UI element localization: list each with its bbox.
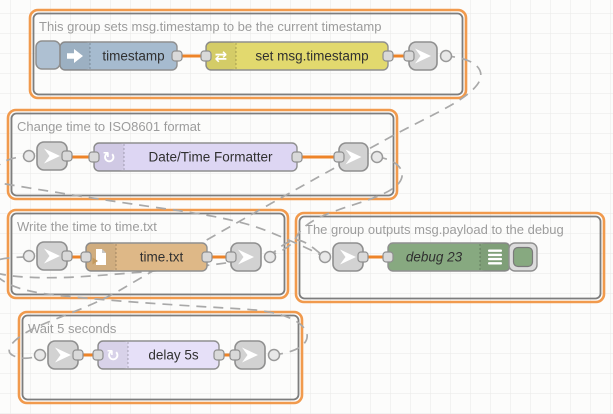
inject-button[interactable] xyxy=(35,40,61,70)
node-label: debug 23 xyxy=(406,250,463,265)
node-label: time.txt xyxy=(140,250,184,265)
group-g3[interactable]: Write the time to time.txt xyxy=(6,208,290,300)
file-fold xyxy=(102,249,106,253)
link-out-node[interactable] xyxy=(229,340,281,370)
port[interactable] xyxy=(357,251,369,263)
group-outline[interactable] xyxy=(6,208,290,300)
group-border[interactable] xyxy=(298,215,602,300)
port[interactable] xyxy=(225,251,237,263)
node-icon-shade xyxy=(206,42,236,70)
group-border[interactable] xyxy=(10,212,286,296)
link-port[interactable] xyxy=(267,348,281,362)
node-label: delay 5s xyxy=(148,348,199,363)
link-arrow-icon xyxy=(55,347,71,363)
swap-arrows-icon: ⇄ xyxy=(215,48,228,65)
port[interactable] xyxy=(61,250,73,262)
debug-node[interactable]: debug 23 xyxy=(382,242,538,272)
link-arrow-icon xyxy=(44,248,60,264)
port[interactable] xyxy=(61,150,73,162)
console-lines-icon xyxy=(488,257,502,261)
console-lines-icon xyxy=(488,262,502,265)
group-label: Change time to ISO8601 format xyxy=(17,119,201,134)
link-out-node[interactable] xyxy=(403,41,453,71)
group-border[interactable] xyxy=(10,112,395,197)
group-label: Write the time to time.txt xyxy=(17,219,157,234)
link-port[interactable] xyxy=(33,348,47,362)
port[interactable] xyxy=(201,251,213,263)
link-arrow-icon xyxy=(44,148,60,164)
node-label: Date/Time Formatter xyxy=(148,150,273,165)
link-port[interactable] xyxy=(22,249,36,263)
link-arrow-icon xyxy=(415,48,431,64)
port[interactable] xyxy=(200,50,212,62)
port[interactable] xyxy=(80,251,92,263)
link-arrow-icon xyxy=(238,249,254,265)
group-g4[interactable]: The group outputs msg.payload to the deb… xyxy=(294,211,606,304)
clock-icon: ↻ xyxy=(102,150,115,167)
moment-node[interactable]: ↻ Date/Time Formatter xyxy=(88,142,303,172)
link-wire[interactable] xyxy=(267,239,326,258)
link-port[interactable] xyxy=(370,150,384,164)
node-icon-shade xyxy=(94,143,124,171)
link-wire[interactable] xyxy=(0,155,308,356)
port[interactable] xyxy=(382,251,394,263)
inject-arrow-icon xyxy=(67,49,83,63)
group-label: This group sets msg.timestamp to be the … xyxy=(39,19,381,34)
console-lines-icon xyxy=(488,253,502,257)
link-in-node[interactable] xyxy=(33,340,84,370)
link-arrow-icon xyxy=(242,347,258,363)
group-outline[interactable] xyxy=(17,310,304,405)
port[interactable] xyxy=(72,349,84,361)
change-node[interactable]: ⇄ set msg.timestamp xyxy=(200,41,394,71)
group-label: The group outputs msg.payload to the deb… xyxy=(305,222,564,237)
link-arrow-icon xyxy=(345,149,362,165)
link-port[interactable] xyxy=(318,250,332,264)
file-arrow xyxy=(92,257,98,265)
group-g1[interactable]: This group sets msg.timestamp to be the … xyxy=(28,8,468,100)
link-port[interactable] xyxy=(22,149,36,163)
file-node[interactable]: time.txt xyxy=(80,242,213,272)
link-wire[interactable] xyxy=(0,156,404,279)
port[interactable] xyxy=(171,50,183,62)
port[interactable] xyxy=(88,151,100,163)
link-out-node[interactable] xyxy=(333,142,384,172)
inject-node[interactable]: timestamp xyxy=(35,40,183,71)
group-outline[interactable] xyxy=(6,108,399,201)
node-icon-shade xyxy=(480,243,510,271)
link-in-node[interactable] xyxy=(22,141,73,171)
delay-node[interactable]: ↻ delay 5s xyxy=(92,340,225,370)
link-port[interactable] xyxy=(439,49,453,63)
console-lines-icon xyxy=(488,249,502,252)
node-icon-shade xyxy=(98,341,128,369)
port[interactable] xyxy=(403,50,415,62)
port[interactable] xyxy=(213,349,225,361)
group-label: Wait 5 seconds xyxy=(28,321,117,336)
group-g2[interactable]: Change time to ISO8601 format xyxy=(6,108,399,201)
port[interactable] xyxy=(291,151,303,163)
link-port[interactable] xyxy=(263,250,277,264)
file-icon xyxy=(96,249,106,265)
link-arrow-icon xyxy=(340,249,356,265)
link-wire[interactable] xyxy=(0,181,326,258)
link-out-node[interactable] xyxy=(225,242,277,272)
group-border[interactable] xyxy=(32,12,464,96)
port[interactable] xyxy=(229,349,241,361)
link-in-node[interactable] xyxy=(318,242,369,272)
port[interactable] xyxy=(382,50,394,62)
link-in-node[interactable] xyxy=(22,241,73,271)
node-label: set msg.timestamp xyxy=(255,49,368,64)
port[interactable] xyxy=(92,349,104,361)
debug-toggle-button[interactable] xyxy=(512,246,534,268)
node-label: timestamp xyxy=(102,49,164,64)
group-outline[interactable] xyxy=(294,211,606,304)
clock-icon: ↻ xyxy=(106,348,119,365)
port[interactable] xyxy=(333,151,345,163)
group-outline[interactable] xyxy=(28,8,468,100)
